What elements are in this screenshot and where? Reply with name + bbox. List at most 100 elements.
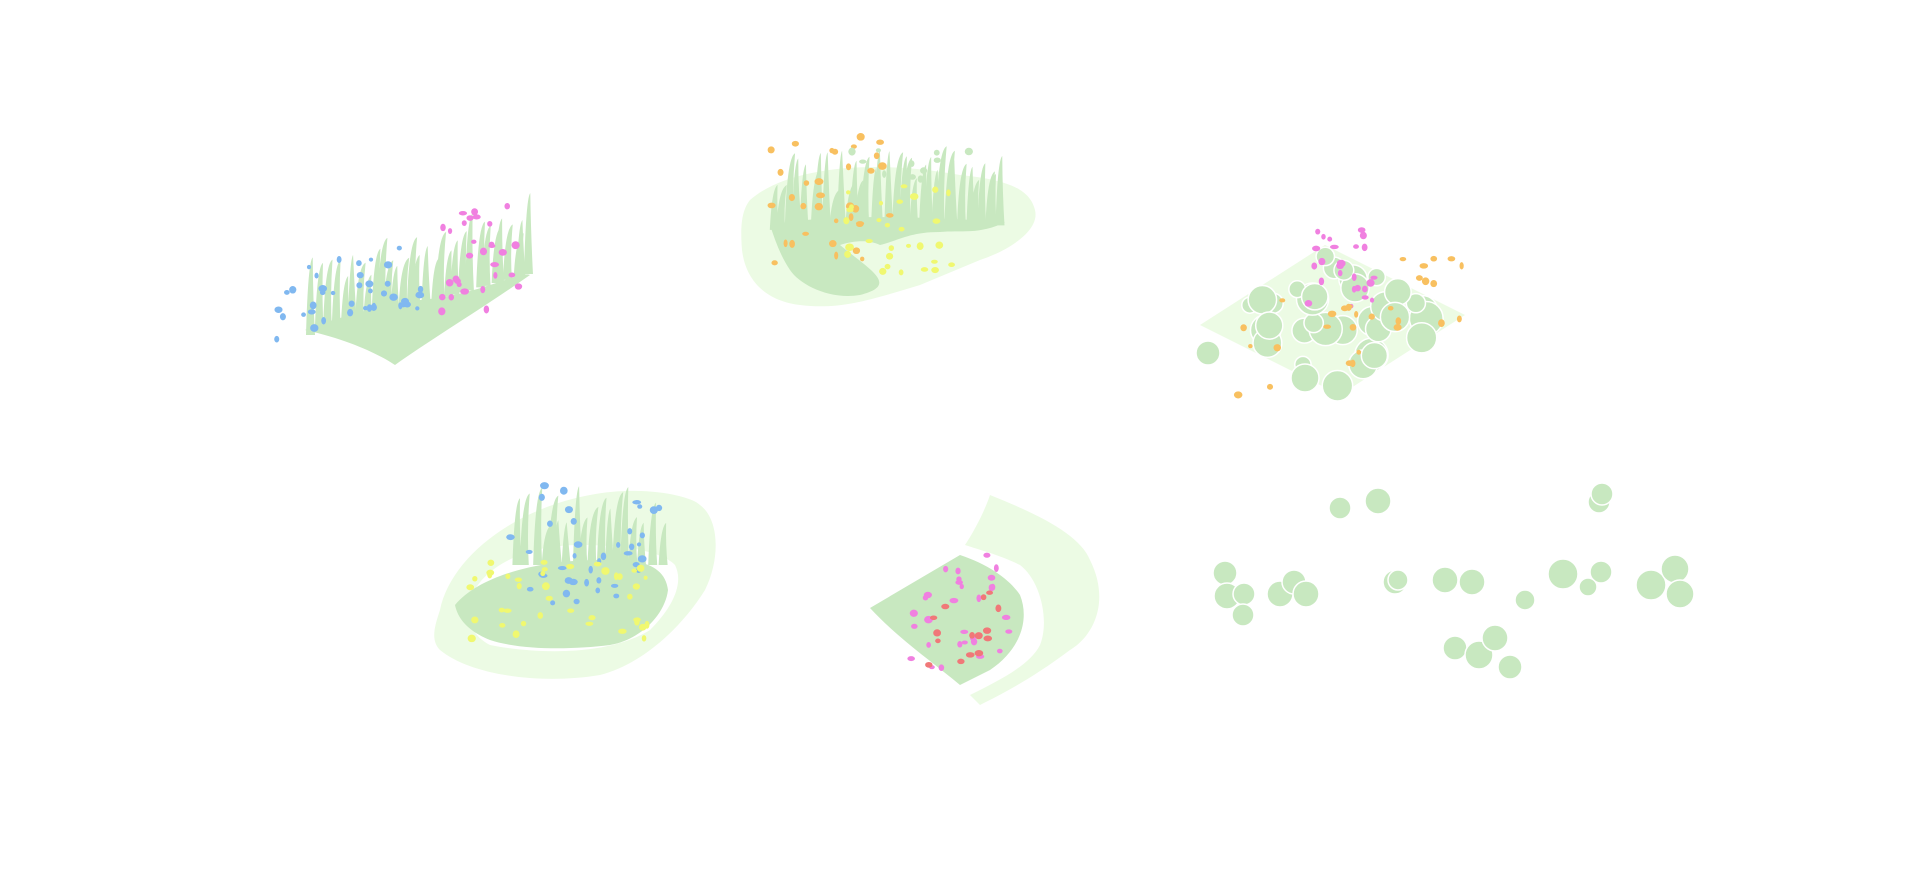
pink-flower [1359, 231, 1367, 240]
red-flower [933, 629, 942, 637]
blue-flower [506, 534, 515, 541]
shrub [1360, 341, 1389, 370]
pink-flower [447, 228, 453, 234]
grass-blade [776, 185, 787, 230]
seed-dot [920, 167, 928, 174]
orange-flower [1415, 275, 1423, 281]
blue-flower [637, 504, 643, 509]
red-flower [974, 632, 983, 640]
yellow-flower [545, 595, 553, 601]
red-flower [969, 632, 975, 639]
pink-flower [1351, 285, 1357, 293]
yellow-flower [487, 559, 495, 566]
pink-flower [479, 247, 488, 256]
seed-dot [875, 148, 881, 153]
grass-blade [924, 156, 934, 227]
orange-flower [789, 239, 795, 248]
orange-flower [850, 144, 857, 149]
seed-dot [933, 149, 940, 156]
blue-flower [584, 578, 590, 587]
blue-flower [525, 549, 533, 554]
yellow-flower [593, 561, 602, 567]
grass-blade [648, 502, 658, 565]
shrub [1431, 566, 1459, 594]
yellow-flower [909, 193, 919, 200]
shrub [1635, 569, 1667, 601]
orange-flower [816, 192, 825, 199]
blue-flower [562, 589, 571, 598]
yellow-flower [920, 267, 929, 272]
blue-flower [301, 312, 306, 317]
blue-flower [538, 493, 545, 501]
yellow-flower [616, 573, 623, 581]
pink-flower [1366, 279, 1375, 287]
orange-flower [845, 163, 852, 171]
yellow-flower [878, 200, 884, 206]
shrub [1303, 312, 1325, 334]
pink-flower [504, 202, 510, 210]
yellow-flower [503, 608, 512, 613]
orange-flower [1240, 324, 1247, 332]
pink-flower [909, 609, 918, 617]
orange-flower [877, 162, 887, 170]
pink-flower [1329, 244, 1339, 250]
grass-blade [398, 257, 410, 310]
pink-flower [511, 241, 520, 250]
orange-flower [829, 240, 837, 248]
blue-flower [595, 587, 601, 594]
orange-flower [1356, 349, 1362, 355]
blue-flower [573, 598, 580, 605]
grass-blade [909, 178, 919, 228]
blue-flower [306, 264, 312, 270]
yellow-flower [566, 563, 575, 570]
shrub [1660, 554, 1690, 584]
yellow-flower [844, 250, 851, 258]
grass-blade [435, 231, 447, 299]
shrub [1405, 321, 1438, 354]
blue-flower [356, 271, 364, 279]
orange-flower [885, 213, 894, 218]
grass-blade [383, 260, 394, 314]
pink-flower [961, 640, 968, 645]
yellow-flower [472, 575, 478, 582]
pink-flower [990, 583, 996, 591]
grass-blade [821, 152, 831, 229]
shrub [1290, 363, 1320, 393]
blue-flower [363, 305, 368, 311]
grass-blade [355, 262, 366, 322]
orange-flower [771, 260, 778, 266]
pink-flower [1369, 297, 1375, 303]
yellow-flower [898, 269, 904, 276]
pink-flower [1351, 273, 1357, 281]
yellow-flower [935, 241, 944, 249]
pink-flower [498, 248, 507, 256]
pink-flower [960, 629, 969, 634]
red-flower [980, 594, 987, 601]
yellow-flower [916, 242, 924, 251]
blue-flower [365, 280, 374, 288]
red-flower [965, 652, 975, 658]
pink-flower [1311, 262, 1318, 270]
red-flower [957, 658, 965, 665]
grass-blade [314, 262, 324, 333]
blue-flower [348, 300, 355, 307]
grass-blade [658, 522, 668, 565]
red-flower [925, 661, 933, 668]
grass-blade [587, 506, 599, 565]
orange-flower [1327, 310, 1337, 318]
orange-flower [1323, 324, 1332, 329]
orange-flower [1233, 391, 1243, 399]
pink-flower [438, 293, 446, 301]
seed-dot [909, 160, 915, 167]
blue-flower [321, 317, 327, 325]
yellow-flower [633, 617, 641, 623]
orange-flower [767, 148, 773, 154]
blue-flower [307, 309, 316, 315]
orange-flower [1248, 344, 1253, 349]
yellow-flower [487, 570, 493, 579]
blue-flower [417, 285, 424, 293]
yellow-flower [931, 259, 938, 264]
yellow-flower [498, 607, 505, 613]
orange-flower [1345, 303, 1352, 311]
